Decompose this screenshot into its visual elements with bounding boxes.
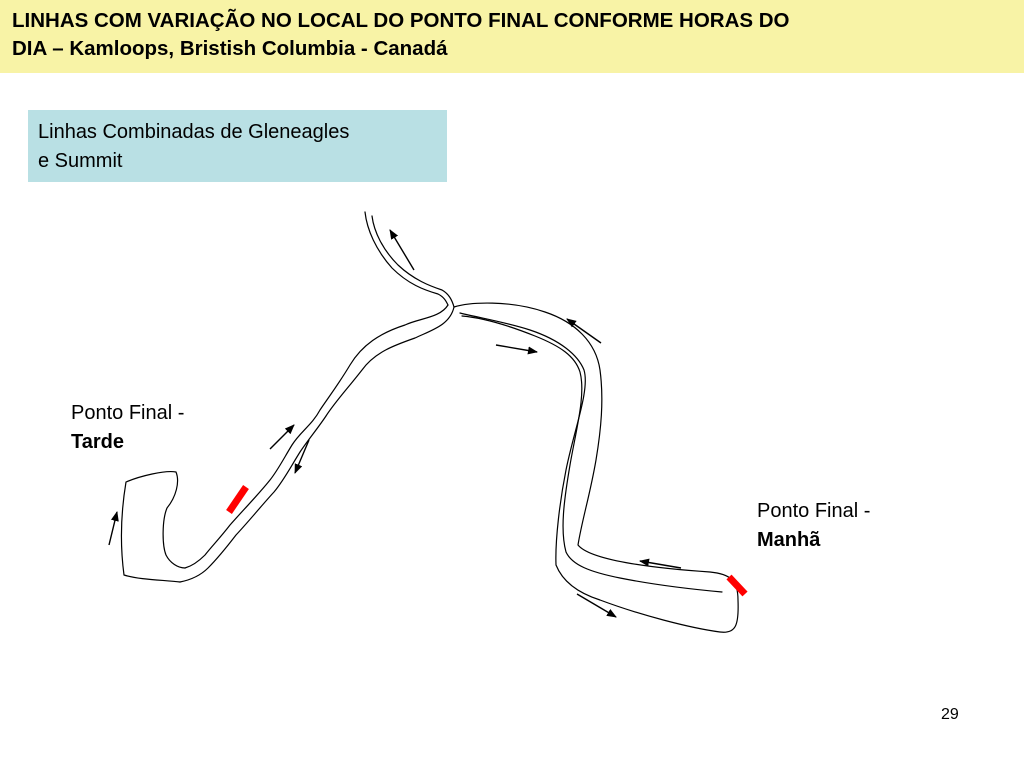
slide-title-line-1: LINHAS COM VARIAÇÃO NO LOCAL DO PONTO FI…: [12, 9, 790, 32]
caption-line-1: Linhas Combinadas de Gleneagles: [38, 121, 350, 143]
label-ponto-final-manha: Ponto Final - Manhã: [757, 497, 870, 555]
terminal-marker-tarde: [226, 485, 249, 514]
arrow-manha-left: [639, 558, 682, 569]
arrow-east-up-left: [566, 318, 602, 344]
page-number: 29: [941, 706, 959, 723]
arrow-tarde-down-left: [294, 439, 310, 474]
label-manha-prefix: Ponto Final -: [757, 500, 871, 522]
label-tarde-prefix: Ponto Final -: [71, 402, 185, 424]
arrow-manha-down-right: [576, 593, 617, 618]
terminal-marker-manha: [726, 574, 748, 597]
west-branch-lower: [179, 306, 455, 583]
slide-title: LINHAS COM VARIAÇÃO NO LOCAL DO PONTO FI…: [0, 0, 1024, 73]
arrow-north-up: [389, 229, 415, 271]
north-branch-inner: [371, 215, 455, 308]
west-branch-upper: [184, 304, 449, 569]
arrow-tarde-up-right: [269, 424, 295, 450]
east-loop-inner: [461, 315, 723, 593]
arrow-east-right: [495, 344, 538, 355]
direction-arrows: [108, 229, 682, 618]
arrow-loop-up: [108, 511, 119, 546]
route-line: [120, 211, 739, 633]
east-loop-outer: [453, 302, 739, 633]
label-ponto-final-tarde: Ponto Final - Tarde: [71, 399, 184, 457]
label-tarde-bold: Tarde: [71, 431, 124, 453]
caption-box: Linhas Combinadas de Gleneagles e Summit: [28, 110, 447, 182]
north-branch-outer: [364, 211, 449, 306]
caption-line-2: e Summit: [38, 150, 123, 172]
label-manha-bold: Manhã: [757, 529, 821, 551]
slide-title-line-2: DIA – Kamloops, Bristish Columbia - Cana…: [12, 37, 448, 60]
west-loop: [120, 471, 186, 583]
